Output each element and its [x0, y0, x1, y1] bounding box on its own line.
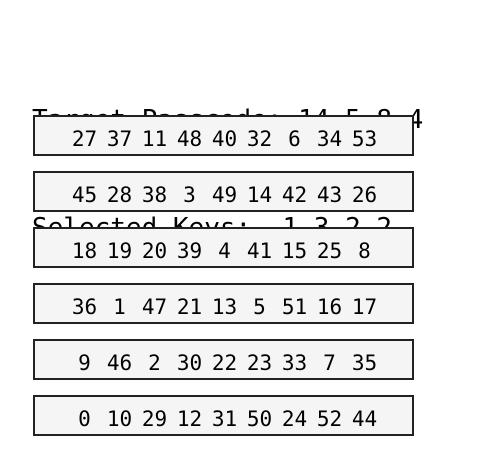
- keypad-key[interactable]: 13: [211, 294, 238, 319]
- keypad-key[interactable]: 10: [106, 406, 133, 431]
- keypad-key[interactable]: 40: [211, 126, 238, 151]
- keypad-key[interactable]: 3: [183, 182, 196, 207]
- keypad-row: 18 19 20 39 4 41 15 25 8: [33, 227, 414, 268]
- keypad-key[interactable]: 28: [106, 182, 133, 207]
- keypad-key[interactable]: 50: [246, 406, 273, 431]
- keypad-key[interactable]: 27: [71, 126, 98, 151]
- keypad-key[interactable]: 52: [316, 406, 343, 431]
- keypad-key[interactable]: 21: [176, 294, 203, 319]
- keypad-key[interactable]: 41: [246, 238, 273, 263]
- keypad-key[interactable]: 44: [351, 406, 378, 431]
- keypad-key[interactable]: 12: [176, 406, 203, 431]
- keypad-key[interactable]: 19: [106, 238, 133, 263]
- keypad-key[interactable]: 29: [141, 406, 168, 431]
- keypad-key[interactable]: 5: [253, 294, 266, 319]
- keypad-key[interactable]: 30: [176, 350, 203, 375]
- keypad-key[interactable]: 43: [316, 182, 343, 207]
- keypad-key[interactable]: 11: [141, 126, 168, 151]
- keypad-key[interactable]: 25: [316, 238, 343, 263]
- keypad-key[interactable]: 51: [281, 294, 308, 319]
- keypad-key[interactable]: 20: [141, 238, 168, 263]
- keypad-key[interactable]: 6: [288, 126, 301, 151]
- keypad-key[interactable]: 23: [246, 350, 273, 375]
- keypad-key[interactable]: 36: [71, 294, 98, 319]
- keypad-key[interactable]: 39: [176, 238, 203, 263]
- keypad-key[interactable]: 4: [218, 238, 231, 263]
- keypad-key[interactable]: 47: [141, 294, 168, 319]
- keypad-key[interactable]: 15: [281, 238, 308, 263]
- keypad-key[interactable]: 33: [281, 350, 308, 375]
- keypad-key[interactable]: 34: [316, 126, 343, 151]
- keypad-row: 0 10 29 12 31 50 24 52 44: [33, 395, 414, 436]
- keypad-key[interactable]: 35: [351, 350, 378, 375]
- keypad-key[interactable]: 53: [351, 126, 378, 151]
- keypad-key[interactable]: 8: [358, 238, 371, 263]
- keypad-key[interactable]: 9: [78, 350, 91, 375]
- keypad-key[interactable]: 46: [106, 350, 133, 375]
- keypad-key[interactable]: 31: [211, 406, 238, 431]
- keypad-key[interactable]: 2: [148, 350, 161, 375]
- keypad-key[interactable]: 49: [211, 182, 238, 207]
- keypad-key[interactable]: 38: [141, 182, 168, 207]
- keypad-key[interactable]: 16: [316, 294, 343, 319]
- keypad-key[interactable]: 1: [113, 294, 126, 319]
- keypad-key[interactable]: 32: [246, 126, 273, 151]
- keypad-key[interactable]: 18: [71, 238, 98, 263]
- keypad-key[interactable]: 24: [281, 406, 308, 431]
- keypad-row: 27 37 11 48 40 32 6 34 53: [33, 115, 414, 156]
- keypad-row: 45 28 38 3 49 14 42 43 26: [33, 171, 414, 212]
- keypad-key[interactable]: 37: [106, 126, 133, 151]
- keypad-key[interactable]: 17: [351, 294, 378, 319]
- keypad-key[interactable]: 26: [351, 182, 378, 207]
- keypad-key[interactable]: 42: [281, 182, 308, 207]
- keypad-row: 9 46 2 30 22 23 33 7 35: [33, 339, 414, 380]
- keypad-row: 36 1 47 21 13 5 51 16 17: [33, 283, 414, 324]
- keypad-key[interactable]: 14: [246, 182, 273, 207]
- keypad-key[interactable]: 0: [78, 406, 91, 431]
- keypad-key[interactable]: 7: [323, 350, 336, 375]
- keypad-key[interactable]: 22: [211, 350, 238, 375]
- keypad-key[interactable]: 45: [71, 182, 98, 207]
- keypad-key[interactable]: 48: [176, 126, 203, 151]
